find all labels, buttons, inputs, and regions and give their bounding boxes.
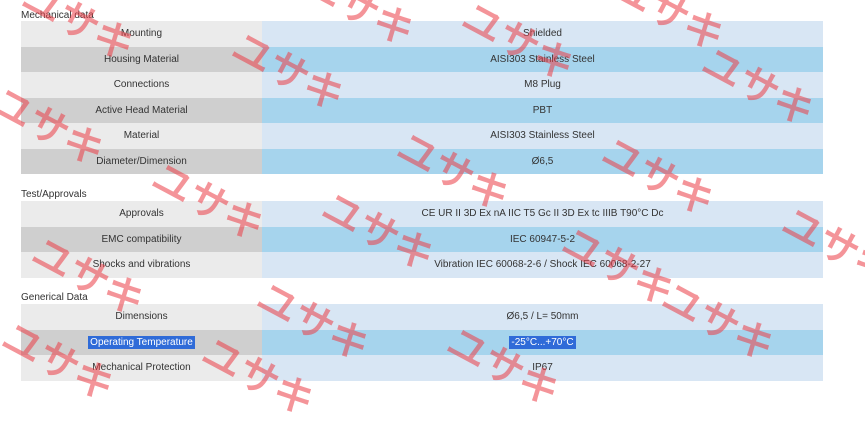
table-row: EMC compatibility IEC 60947-5-2 xyxy=(21,226,823,252)
approvals-table: Approvals CE UR II 3D Ex nA IIC T5 Gc II… xyxy=(21,201,823,278)
section-title-approvals: Test/Approvals xyxy=(21,189,87,200)
row-value: Shielded xyxy=(262,21,823,47)
mechanical-data-table: Mounting Shielded Housing Material AISI3… xyxy=(21,21,823,174)
row-label: Approvals xyxy=(21,201,262,227)
row-label: Material xyxy=(21,123,262,149)
selected-text[interactable]: -25°C...+70°C xyxy=(509,335,576,349)
row-label: Shocks and vibrations xyxy=(21,252,262,278)
row-label: Operating Temperature xyxy=(21,329,262,355)
table-row: Diameter/Dimension Ø6,5 xyxy=(21,148,823,174)
selected-text[interactable]: Operating Temperature xyxy=(88,335,195,349)
table-row: Housing Material AISI303 Stainless Steel xyxy=(21,46,823,72)
table-row: Mechanical Protection IP67 xyxy=(21,355,823,381)
row-label: Dimensions xyxy=(21,304,262,330)
row-label: Active Head Material xyxy=(21,97,262,123)
row-value: -25°C...+70°C xyxy=(262,329,823,355)
row-label: Mounting xyxy=(21,21,262,47)
generical-data-table: Dimensions Ø6,5 / L= 50mm Operating Temp… xyxy=(21,304,823,381)
table-row: Mounting Shielded xyxy=(21,21,823,47)
row-value: Ø6,5 / L= 50mm xyxy=(262,304,823,330)
row-label: Mechanical Protection xyxy=(21,355,262,381)
table-row: Dimensions Ø6,5 / L= 50mm xyxy=(21,304,823,330)
row-value: Vibration IEC 60068-2-6 / Shock IEC 6006… xyxy=(262,252,823,278)
row-value: AISI303 Stainless Steel xyxy=(262,46,823,72)
row-label: Housing Material xyxy=(21,46,262,72)
table-row: Approvals CE UR II 3D Ex nA IIC T5 Gc II… xyxy=(21,201,823,227)
table-row: Material AISI303 Stainless Steel xyxy=(21,123,823,149)
row-value: CE UR II 3D Ex nA IIC T5 Gc II 3D Ex tc … xyxy=(262,201,823,227)
table-row: Connections M8 Plug xyxy=(21,72,823,98)
row-value: IEC 60947-5-2 xyxy=(262,226,823,252)
table-row: Active Head Material PBT xyxy=(21,97,823,123)
row-value: M8 Plug xyxy=(262,72,823,98)
table-row: Operating Temperature -25°C...+70°C xyxy=(21,329,823,355)
row-value: Ø6,5 xyxy=(262,148,823,174)
row-label: EMC compatibility xyxy=(21,226,262,252)
row-value: IP67 xyxy=(262,355,823,381)
section-title-generical: Generical Data xyxy=(21,292,88,303)
section-title-mechanical: Mechanical data xyxy=(21,10,94,21)
row-label: Diameter/Dimension xyxy=(21,148,262,174)
table-row: Shocks and vibrations Vibration IEC 6006… xyxy=(21,252,823,278)
row-value: AISI303 Stainless Steel xyxy=(262,123,823,149)
row-label: Connections xyxy=(21,72,262,98)
row-value: PBT xyxy=(262,97,823,123)
